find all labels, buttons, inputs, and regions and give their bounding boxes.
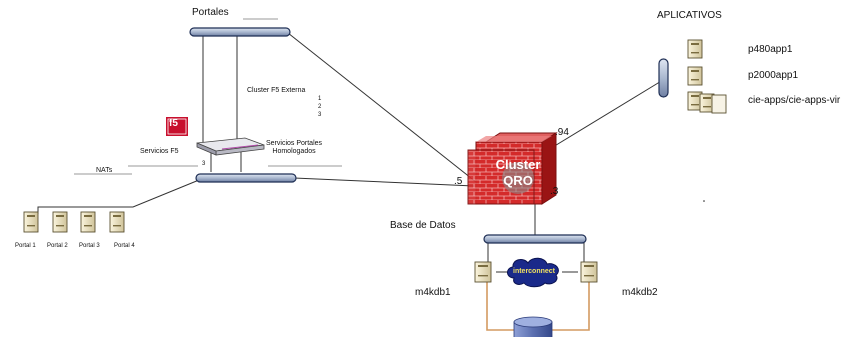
label-cluster-f5: Cluster F5 Externa — [247, 87, 306, 94]
server-icon-p2000app1 — [687, 66, 703, 86]
f5-logo-text: f5 — [169, 118, 178, 129]
app-label-2: p2000app1 — [748, 70, 799, 81]
server-icon-portal-4 — [109, 211, 125, 233]
portal-label-2: Portal 2 — [47, 243, 68, 249]
label-portales: Portales — [192, 7, 229, 18]
servicios-portales-line2: Homologados — [272, 148, 316, 155]
servicios-portales-line1: Servicios Portales — [266, 140, 323, 147]
db-label-2: m4kdb2 — [622, 287, 658, 298]
switch-aplicativos — [658, 58, 669, 98]
db-label-1: m4kdb1 — [415, 287, 451, 298]
switch-nats — [195, 173, 297, 183]
server-icon-portal-2 — [52, 211, 68, 233]
server-icon-m4kdb1 — [474, 261, 492, 283]
link-apps-to-cluster — [547, 79, 664, 151]
portal-label-4: Portal 4 — [114, 243, 135, 249]
link-nats-to-cluster — [293, 177, 475, 187]
ip-suffix-3: .3 — [550, 186, 559, 197]
app-label-3: cie-apps/cie-apps-vir — [748, 95, 841, 106]
cluster-f5-digit-2: 2 — [318, 104, 322, 110]
cluster-f5-digit-3: 3 — [318, 112, 322, 118]
label-aplicativos: APLICATIVOS — [657, 10, 722, 21]
ip-suffix-94: .94 — [555, 127, 569, 138]
label-interconnect: interconnect — [513, 268, 556, 275]
link-portales-to-cluster — [287, 32, 477, 183]
switch-portales — [189, 27, 291, 37]
switch-base-de-datos — [483, 234, 587, 244]
links — [37, 32, 664, 273]
portal-label-1: Portal 1 — [15, 243, 36, 249]
ip-suffix-5: .5 — [454, 176, 463, 187]
server-icon-p480app1 — [687, 39, 703, 59]
label-servicios-portales: Servicios Portales Homologados — [266, 140, 322, 156]
faint-links — [74, 18, 342, 175]
firewall-cluster-qro-icon — [467, 132, 558, 205]
f5-logo-icon — [166, 117, 188, 136]
database-storage-icon — [513, 316, 553, 337]
interconnect-cloud-icon — [507, 257, 559, 288]
nat-digit: 3 — [202, 161, 206, 167]
cluster-qro-line1: Cluster — [495, 157, 541, 172]
stray-dot — [703, 200, 705, 202]
link-nats-to-portals — [37, 179, 200, 214]
label-cluster-qro: Cluster QRO — [483, 157, 553, 189]
cluster-f5-digit-1: 1 — [318, 96, 322, 102]
cluster-qro-line2: QRO — [503, 173, 533, 188]
server-icon-portal-1 — [23, 211, 39, 233]
label-base-de-datos: Base de Datos — [390, 220, 456, 231]
f5-appliance-icon — [196, 137, 265, 156]
server-icon-cie-apps — [687, 91, 727, 114]
portal-label-3: Portal 3 — [79, 243, 100, 249]
server-icon-m4kdb2 — [580, 261, 598, 283]
app-label-1: p480app1 — [748, 44, 793, 55]
label-servicios-f5: Servicios F5 — [140, 148, 179, 155]
server-icon-portal-3 — [80, 211, 96, 233]
label-nats: NATs — [96, 167, 113, 174]
